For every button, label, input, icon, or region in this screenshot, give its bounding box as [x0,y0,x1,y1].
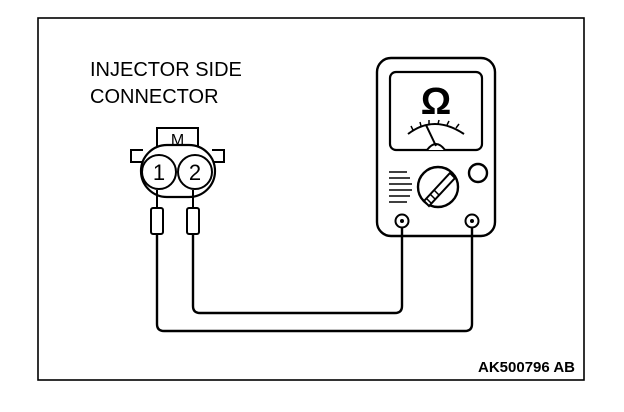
ohm-symbol: Ω [421,81,451,123]
connector-pin-1 [141,154,177,190]
figure-code: AK500796 AB [478,359,575,376]
meter-scale-ticks [410,119,460,131]
connector-left-wing [130,149,143,163]
meter-scale-arc [407,123,465,135]
test-lead-pin2-to-left-terminal [191,228,404,315]
injector-connector: M 1 2 [130,127,225,235]
pin-1-label: 1 [153,160,165,185]
connector-title-line2: CONNECTOR [90,86,219,108]
meter-terminal-right-dot [470,219,474,223]
connector-pin-2 [177,154,213,190]
connector-right-wing [212,149,225,163]
meter-needle [425,124,437,147]
pin-2-label: 2 [189,160,201,185]
test-lead-pin1-to-right-terminal [155,228,474,333]
connector-title-line1: INJECTOR SIDE [90,59,242,81]
range-selector-pointer [422,171,457,208]
ohmmeter: Ω [375,56,497,238]
probe-1-body [150,207,164,235]
probe-2-body [186,207,200,235]
zero-adjust-knob [467,162,489,184]
meter-terminal-left-dot [400,219,404,223]
range-scale-lines [389,171,412,203]
